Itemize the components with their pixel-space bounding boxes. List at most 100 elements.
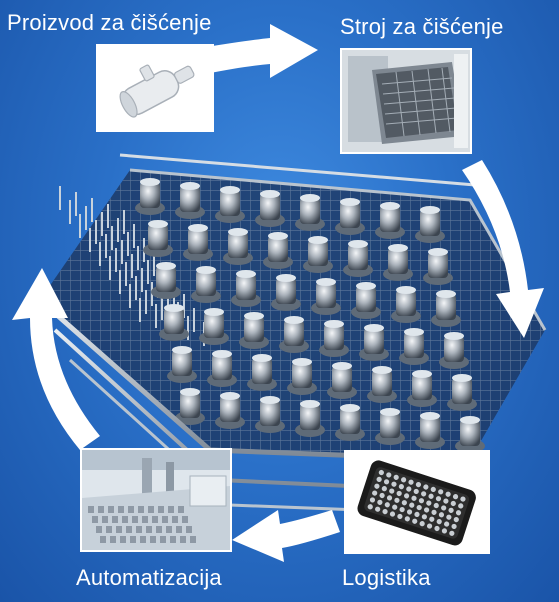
basket-cup [279, 316, 309, 353]
automation-part [108, 506, 114, 513]
basket-cup [359, 324, 389, 361]
basket-cup [311, 278, 341, 315]
automation-part [130, 536, 136, 543]
automation-part [100, 536, 106, 543]
automation-line-image [80, 448, 232, 552]
automation-part [138, 506, 144, 513]
automation-part [178, 506, 184, 513]
tray-well [401, 477, 407, 483]
tray-well [415, 481, 422, 488]
basket-cup [207, 350, 237, 387]
tray-well [383, 479, 390, 485]
tray-well [408, 479, 414, 485]
tray-well [381, 486, 387, 492]
basket-cup [455, 416, 485, 453]
automation-part [140, 536, 146, 543]
tray-well [394, 497, 400, 503]
basket-cup [295, 194, 325, 231]
automation-part [128, 506, 134, 513]
tray-well [398, 484, 404, 490]
tray-well [412, 518, 418, 524]
basket-cup [383, 244, 413, 281]
tray-well [393, 474, 399, 480]
basket-cup [399, 328, 429, 365]
tray-well [436, 519, 442, 525]
automation-part [122, 516, 128, 523]
basket-cup [223, 228, 253, 265]
tray-well [379, 492, 385, 499]
automation-part [182, 516, 188, 523]
washing-machine-image [340, 48, 472, 154]
tray-well [435, 496, 442, 502]
basket-cup [159, 304, 189, 341]
basket-cup [247, 354, 277, 391]
automation-part [110, 536, 116, 543]
basket-cup [375, 408, 405, 445]
automation-part [166, 526, 172, 533]
basket-cup [327, 362, 357, 399]
step-label-automation: Automatizacija [76, 565, 222, 590]
tray-well [431, 509, 437, 515]
basket-cup [303, 236, 333, 273]
tray-well [404, 516, 410, 522]
basket-cup [439, 332, 469, 369]
automation-part [120, 536, 126, 543]
basket-cup [175, 182, 205, 219]
tray-well [418, 498, 425, 504]
basket-cup [319, 320, 349, 357]
tray-well [409, 502, 415, 508]
tray-well [455, 510, 462, 516]
basket-cup [263, 232, 293, 269]
automation-part [162, 516, 168, 523]
tray-well [403, 493, 410, 499]
basket-cup [143, 220, 173, 257]
automation-part [152, 516, 158, 523]
basket-cup [231, 270, 261, 307]
basket-cup [135, 178, 165, 215]
cycle-arrows [12, 24, 544, 562]
automation-part [132, 516, 138, 523]
tray-well [426, 523, 433, 529]
step-label-logistics: Logistika [342, 565, 431, 590]
tray-well [424, 507, 430, 513]
tray-well [406, 509, 413, 515]
basket-cup [375, 202, 405, 239]
automation-part [160, 536, 166, 543]
basket-cup [351, 282, 381, 319]
tray-well [426, 500, 432, 506]
automation-part [170, 536, 176, 543]
tray-well [453, 517, 459, 523]
basket-cup [391, 286, 421, 323]
tray-well [377, 499, 383, 505]
tray-well [389, 511, 396, 517]
tray-well [375, 506, 381, 512]
tray-well [392, 504, 398, 510]
basket-cup [447, 374, 477, 411]
tray-well [372, 490, 378, 496]
tray-well [450, 500, 456, 507]
basket-cup [255, 396, 285, 433]
tray-well [397, 513, 403, 520]
tray-well [413, 488, 419, 495]
tray-well [438, 489, 444, 495]
automation-part [190, 536, 196, 543]
automation-part [146, 526, 152, 533]
automation-part [116, 526, 122, 533]
tray-well [386, 495, 393, 501]
basket-cup [167, 346, 197, 383]
automation-part [112, 516, 118, 523]
automation-part [102, 516, 108, 523]
automation-part [168, 506, 174, 513]
tray-well [396, 490, 402, 497]
tray-well [434, 525, 440, 532]
automation-part [148, 506, 154, 513]
tray-well [378, 469, 384, 476]
tray-well [411, 495, 417, 501]
basket-cup [151, 262, 181, 299]
basket-cup [415, 206, 445, 243]
tray-well [401, 500, 407, 506]
tray-well [441, 505, 447, 511]
tray-well [443, 498, 449, 504]
tray-well [460, 496, 466, 502]
